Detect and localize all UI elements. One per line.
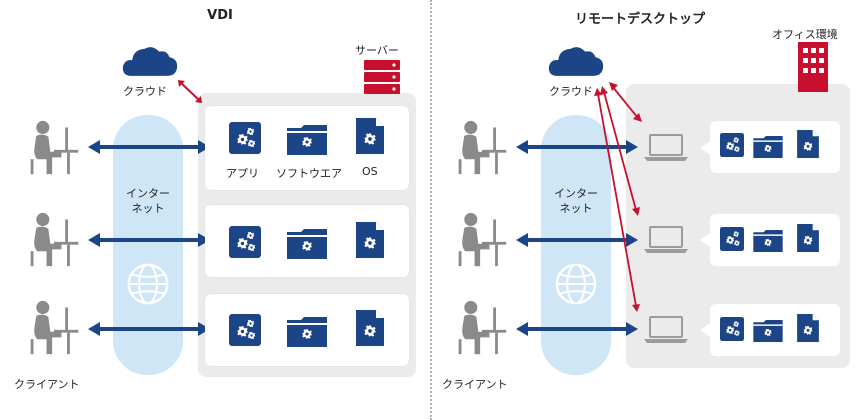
remote-cloud-label: クラウド <box>549 85 593 98</box>
document-icon <box>797 130 819 158</box>
folder-icon <box>753 230 783 252</box>
section-divider <box>430 0 432 420</box>
bubble-pointer <box>700 232 712 248</box>
bubble-pointer <box>700 322 712 338</box>
gears-app-icon <box>229 314 261 346</box>
gears-app-icon <box>229 226 261 258</box>
server-label: サーバー <box>355 44 399 57</box>
laptop-icon <box>644 226 688 254</box>
bubble-pointer <box>700 140 712 156</box>
folder-icon <box>753 136 783 158</box>
folder-icon <box>287 317 327 347</box>
document-icon <box>356 310 384 346</box>
laptop-icon <box>644 134 688 162</box>
remote-client-label: クライアント <box>442 378 508 391</box>
document-icon <box>356 118 384 154</box>
gears-app-icon <box>229 122 261 154</box>
cloud-server-link <box>178 80 202 103</box>
app-label: アプリ <box>226 167 259 180</box>
document-icon <box>356 222 384 258</box>
vdi-title: VDI <box>207 8 233 23</box>
office-label: オフィス環境 <box>772 28 838 41</box>
folder-icon <box>753 320 783 342</box>
vdi-internet-label: インター ネット <box>126 187 170 215</box>
folder-icon <box>287 229 327 259</box>
server-icon <box>364 60 400 94</box>
vdi-client-label: クライアント <box>14 378 80 391</box>
office-building-icon <box>798 42 828 92</box>
gears-app-icon <box>720 133 744 157</box>
gears-app-icon <box>720 317 744 341</box>
os-label: OS <box>362 165 378 178</box>
remote-internet-label: インター ネット <box>554 187 598 215</box>
gears-app-icon <box>720 227 744 251</box>
remote-title: リモートデスクトップ <box>574 12 705 27</box>
software-label: ソフトウエア <box>276 167 342 180</box>
internet-band <box>541 115 611 375</box>
folder-icon <box>287 125 327 155</box>
laptop-icon <box>644 316 688 344</box>
internet-band <box>113 115 183 375</box>
document-icon <box>797 314 819 342</box>
document-icon <box>797 224 819 252</box>
vdi-cloud-label: クラウド <box>123 85 167 98</box>
